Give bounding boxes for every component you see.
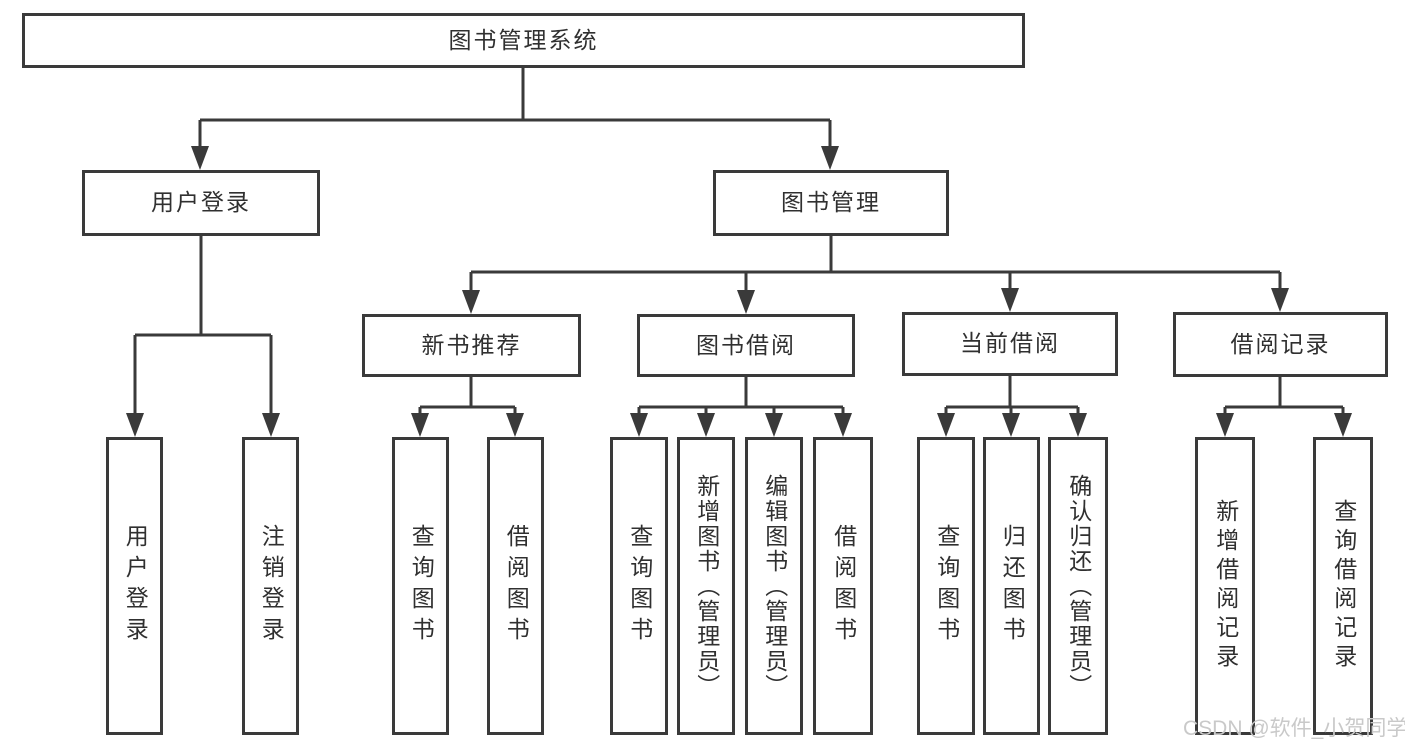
node-book-borrowing: 图书借阅	[637, 314, 855, 377]
leaf-query-books-current: 查询图书	[917, 437, 975, 735]
leaf-borrow-books-borrowing: 借阅图书	[813, 437, 873, 735]
leaf-confirm-return-admin: 确认归还（管理员）	[1048, 437, 1108, 735]
watermark: CSDN @软件_小贺同学	[1183, 717, 1405, 740]
arrowheads	[126, 146, 1352, 437]
leaf-edit-books-admin: 编辑图书（管理员）	[745, 437, 803, 735]
leaf-user-login: 用户登录	[106, 437, 163, 735]
node-book-management: 图书管理	[713, 170, 949, 236]
leaf-borrow-books-recommend: 借阅图书	[487, 437, 544, 735]
node-user-login: 用户登录	[82, 170, 320, 236]
leaf-add-books-admin: 新增图书（管理员）	[677, 437, 735, 735]
leaf-query-borrow-record: 查询借阅记录	[1313, 437, 1373, 735]
node-borrowing-records: 借阅记录	[1173, 312, 1388, 377]
leaf-return-books: 归还图书	[983, 437, 1040, 735]
leaf-query-books-recommend: 查询图书	[392, 437, 449, 735]
leaf-query-books-borrowing: 查询图书	[610, 437, 668, 735]
leaf-logout-login: 注销登录	[242, 437, 299, 735]
node-current-borrowing: 当前借阅	[902, 312, 1118, 376]
node-library-system: 图书管理系统	[22, 13, 1025, 68]
node-new-book-recommend: 新书推荐	[362, 314, 581, 377]
leaf-add-borrow-record: 新增借阅记录	[1195, 437, 1255, 735]
